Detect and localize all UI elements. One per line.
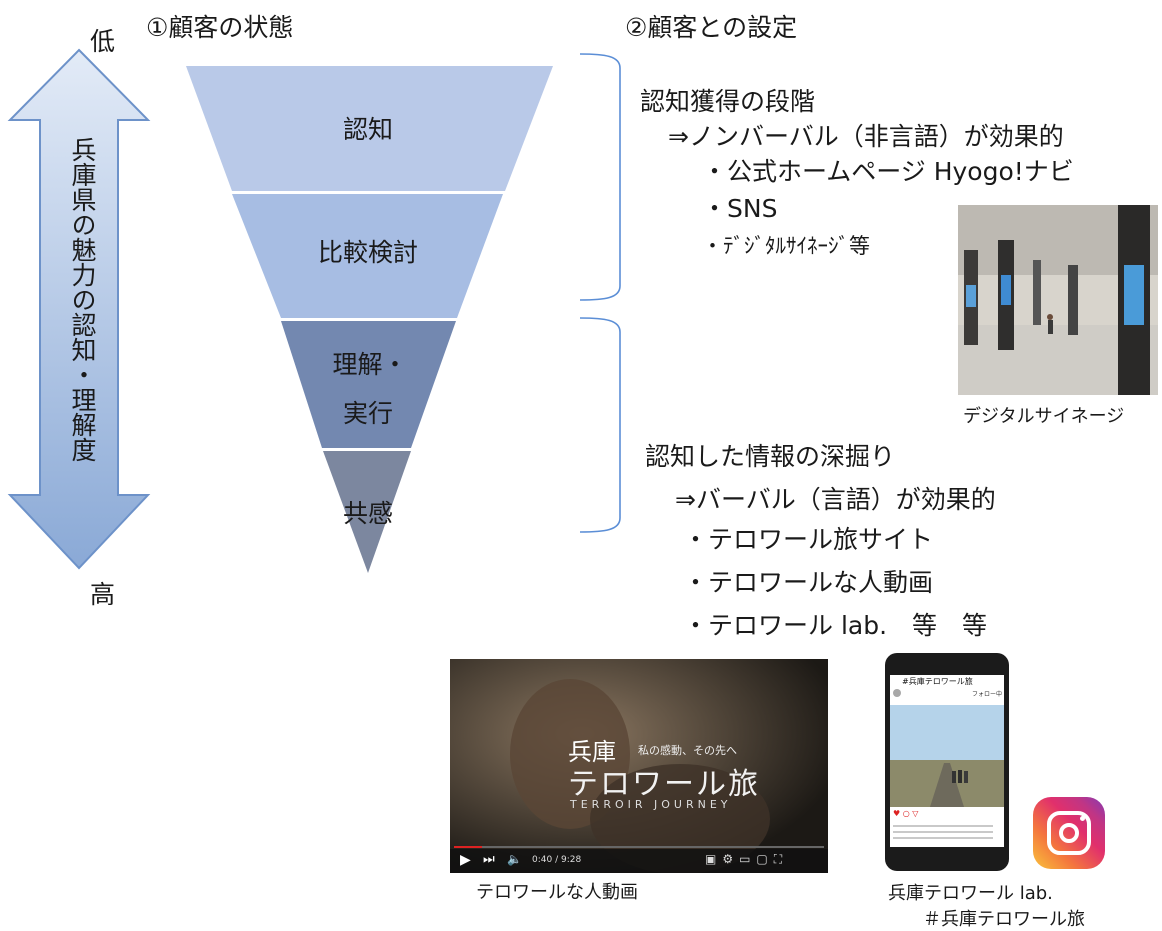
phone-action-icons[interactable]: ♥ ○ ▽ (893, 809, 919, 818)
arrow-top-label: 低 (90, 27, 116, 56)
video-thumbnail: 兵庫 私の感動、その先へ テロワール旅 TERROIR JOURNEY ▶ ⏭ … (450, 659, 828, 873)
video-time: 0:40 / 9:28 (532, 855, 582, 865)
heading-customer-setting: ②顧客との設定 (625, 13, 798, 42)
next-icon[interactable]: ⏭ (483, 852, 495, 867)
funnel-level-understanding (281, 321, 456, 448)
arrow-bottom-label: 高 (90, 580, 116, 609)
phone-avatar (893, 689, 901, 697)
signage-photo (958, 205, 1158, 395)
stage1-item-sns: ・SNS (702, 194, 778, 223)
heading-customer-state: ①顧客の状態 (146, 13, 294, 42)
funnel (186, 66, 553, 573)
stage2-item-video: ・テロワールな人動画 (683, 568, 934, 597)
stage2-title: 認知した情報の深掘り (645, 442, 896, 471)
phone-header-tag: #兵庫テロワール旅 (902, 677, 973, 686)
phone-screen: #兵庫テロワール旅 フォロー中 ♥ ○ ▽ (890, 675, 1004, 847)
stage1-item-signage: ・ﾃﾞｼﾞﾀﾙｻｲﾈｰｼﾞ等 (702, 234, 870, 258)
bracket-upper (579, 53, 621, 301)
brackets (579, 53, 621, 533)
stage2-effect: ⇒バーバル（言語）が効果的 (675, 485, 996, 514)
signage-caption: デジタルサイネージ (963, 406, 1125, 427)
phone-mockup: #兵庫テロワール旅 フォロー中 ♥ ○ ▽ (885, 653, 1009, 871)
funnel-level-awareness (186, 66, 553, 191)
funnel-label-comparison: 比較検討 (317, 238, 418, 267)
phone-follow-label[interactable]: フォロー中 (972, 691, 1003, 698)
stage2-item-site: ・テロワール旅サイト (683, 525, 934, 554)
video-overlay-main: テロワール旅 (568, 767, 760, 802)
phone-caption-1: 兵庫テロワール lab. (888, 883, 1053, 904)
phone-caption-2: ＃兵庫テロワール旅 (923, 909, 1085, 930)
video-overlay-hyogo: 兵庫 (568, 738, 616, 766)
funnel-level-comparison (232, 194, 503, 318)
play-icon[interactable]: ▶ (460, 852, 471, 868)
volume-icon[interactable]: 🔈 (507, 852, 522, 866)
arrow-shape (7, 48, 151, 570)
video-caption: テロワールな人動画 (476, 882, 638, 903)
stage2-item-lab: ・テロワール lab. 等 等 (683, 611, 988, 640)
funnel-level-empathy (323, 451, 411, 573)
video-control-icons[interactable]: ▣⚙▭▢⛶ (705, 852, 789, 866)
bracket-lower (579, 317, 621, 533)
funnel-label-awareness: 認知 (342, 115, 393, 144)
double-arrow (7, 48, 151, 570)
phone-photo (890, 705, 1004, 807)
funnel-label-empathy: 共感 (342, 499, 393, 528)
funnel-label-understanding-2: 実行 (342, 399, 393, 428)
video-overlay-en: TERROIR JOURNEY (570, 798, 732, 811)
stage1-effect: ⇒ノンバーバル（非言語）が効果的 (668, 122, 1064, 151)
stage1-title: 認知獲得の段階 (640, 87, 816, 116)
instagram-icon (1033, 797, 1105, 869)
stage1-item-website: ・公式ホームページ Hyogo!ナビ (702, 157, 1074, 186)
phone-caption-lines (893, 821, 993, 841)
arrow-vertical-text: 兵庫県の魅力の認知・理解度 (68, 137, 97, 462)
funnel-label-understanding-1: 理解・ (332, 350, 408, 379)
video-overlay-subtitle: 私の感動、その先へ (638, 744, 737, 757)
